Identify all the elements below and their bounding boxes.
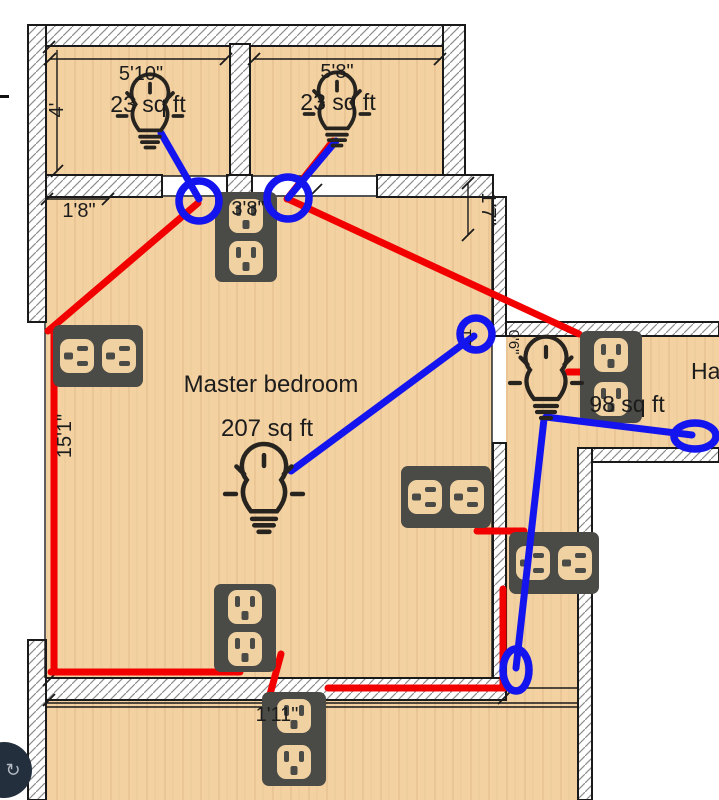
hall-area-label: 98 sq ft	[589, 391, 665, 417]
outlet-receptacle	[102, 339, 136, 373]
dim-master-wall-length: 15'1"	[54, 414, 76, 458]
wire-hot-switch2-to-hall-outlet[interactable]	[284, 195, 583, 338]
room-closet-right[interactable]	[250, 46, 443, 176]
switch-ring-corridor[interactable]	[499, 645, 533, 695]
outlet-master-bottom[interactable]	[214, 584, 276, 672]
outlet-left-wall[interactable]	[53, 325, 143, 387]
outlet-receptacle	[228, 590, 262, 624]
outlet-receptacle	[408, 480, 442, 514]
dim-closet-left-width: 5'10"	[119, 63, 163, 85]
outlet-receptacle	[60, 339, 94, 373]
hall-name-label: Ha	[691, 358, 719, 384]
outlet-top-center[interactable]	[215, 192, 277, 282]
switch-ring-closet-right[interactable]	[263, 173, 313, 223]
wire-switch-master[interactable]	[287, 332, 478, 475]
wire-switch-closet-right[interactable]	[284, 137, 340, 202]
wall-left-lower[interactable]	[27, 639, 47, 800]
wires-switch	[157, 129, 696, 672]
room-hall[interactable]	[506, 336, 719, 800]
dim-closet-right-width: 5'8"	[320, 61, 353, 83]
outlet-hall[interactable]	[580, 331, 642, 423]
outlet-receptacle	[450, 480, 484, 514]
wall-below-closets-1[interactable]	[45, 174, 163, 198]
outlet-receptacle	[558, 546, 592, 580]
wall-closet-right[interactable]	[442, 24, 466, 179]
closet-left-area-label: 23 sq ft	[110, 91, 186, 117]
outlet-receptacle	[277, 745, 311, 779]
outlet-receptacle	[228, 632, 262, 666]
switch-ring-closet-left[interactable]	[175, 177, 223, 225]
dim-hall-entry-b: 0'6"	[505, 330, 522, 355]
master-bedroom-name-label: Master bedroom	[184, 371, 359, 398]
switch-ring-master[interactable]	[456, 314, 496, 354]
outlet-receptacle	[594, 338, 628, 372]
switches	[175, 173, 719, 695]
dim-closet-left-depth: 4'	[46, 103, 68, 118]
room-labels: 23 sq ft 23 sq ft Master bedroom 207 sq …	[110, 89, 719, 442]
wall-below-closets-3[interactable]	[376, 174, 494, 198]
wire-switch-closet-left[interactable]	[157, 129, 203, 203]
dim-door-width: 3'8"	[231, 198, 264, 220]
wall-closet-separator[interactable]	[229, 43, 251, 177]
outlets	[53, 192, 642, 786]
walls	[27, 24, 719, 800]
wall-top[interactable]	[27, 24, 466, 47]
dimension-ticks	[40, 40, 511, 707]
wall-left-upper[interactable]	[27, 24, 47, 323]
outlet-receptacle	[516, 546, 550, 580]
outlet-bottom-room[interactable]	[262, 692, 326, 786]
dim-left-door-offset: 1'8"	[62, 200, 95, 222]
master-bedroom-area-label: 207 sq ft	[221, 415, 313, 442]
dim-closet-right-side: 1'7"	[477, 192, 499, 225]
wire-switch-hall-south[interactable]	[512, 415, 548, 672]
wire-switch-hall-east[interactable]	[542, 413, 696, 439]
wall-whiteroom-left[interactable]	[577, 447, 593, 800]
outlet-receptacle	[229, 241, 263, 275]
rotate-icon: ↻	[5, 760, 21, 780]
dim-bottom-offset: 1'11"	[256, 704, 299, 726]
canvas-edge-mark	[0, 95, 9, 98]
wire-hot-wall-to-switch1[interactable]	[44, 199, 202, 335]
closet-right-area-label: 23 sq ft	[300, 89, 376, 115]
outlet-corridor-left[interactable]	[401, 466, 491, 528]
room-closet-left[interactable]	[46, 46, 230, 176]
switch-ring-hall-east[interactable]	[670, 419, 719, 453]
